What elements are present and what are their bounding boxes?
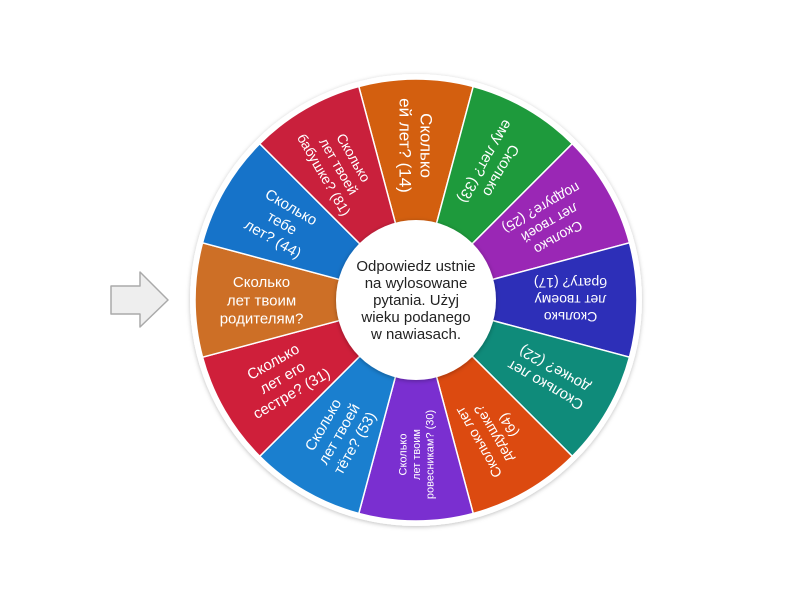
- wheel-segment: [357, 297, 475, 522]
- wheel-segment: [413, 241, 638, 359]
- arrow-right-icon: [110, 271, 169, 328]
- wheel-segment: [357, 78, 475, 303]
- wheel-segment: [194, 241, 419, 359]
- segment-label: Скольколет твоемубрату? (17): [534, 275, 607, 325]
- center-hub: [336, 220, 496, 380]
- segment-label: Сколькоей лет? (14): [396, 98, 436, 193]
